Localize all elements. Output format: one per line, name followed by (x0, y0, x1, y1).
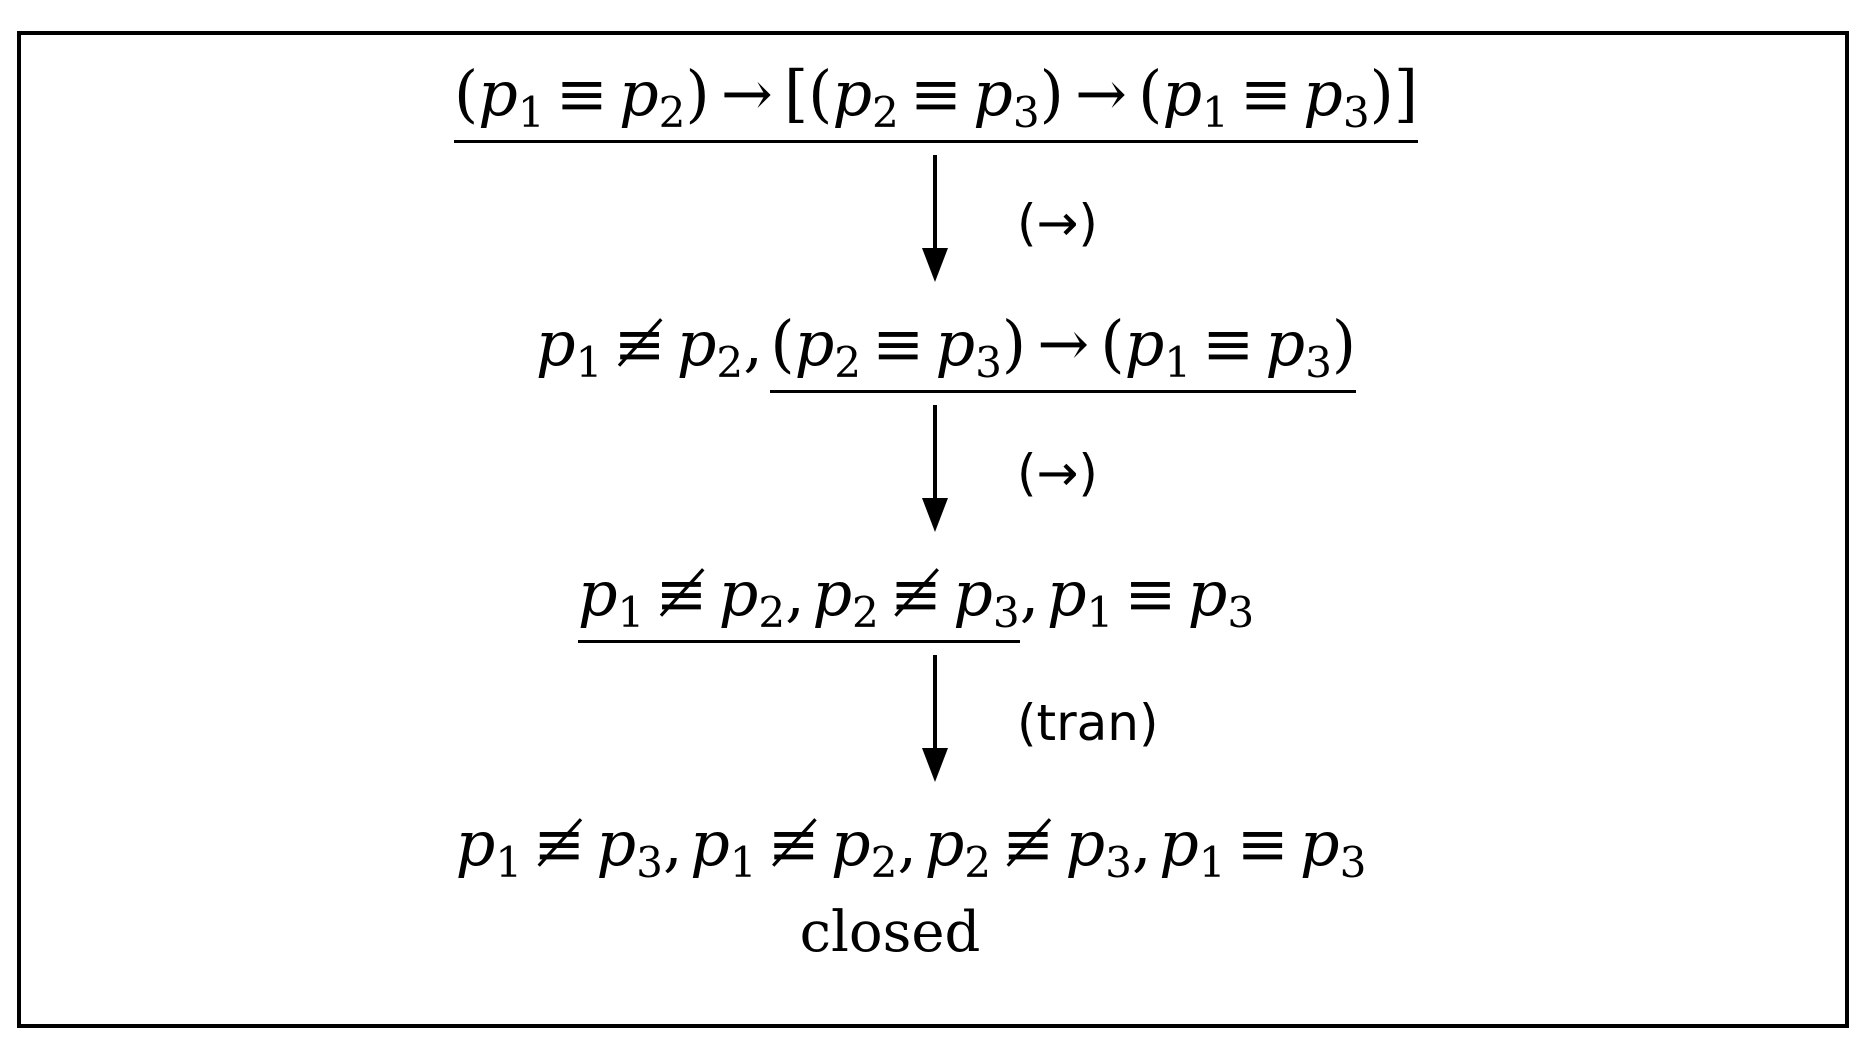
arrow-1 (922, 155, 948, 282)
rule-label-3: (tran) (1017, 694, 1159, 752)
formula-step-2-left: p1≢p2, (535, 307, 763, 387)
formula-step-2: p1≢p2,(p2≡p3)→(p1≡p3) (0, 307, 1872, 393)
formula-step-2-underlined: (p2≡p3)→(p1≡p3) (770, 307, 1357, 393)
formula-step-3: p1≢p2,p2≢p3,p1≡p3 (0, 557, 1872, 643)
arrow-2 (922, 405, 948, 532)
closed-label: closed (799, 900, 981, 965)
rule-label-1: (→) (1017, 194, 1098, 252)
formula-step-1: (p1≡p2)→[(p2≡p3)→(p1≡p3)] (0, 57, 1872, 143)
diagram-frame (17, 31, 1849, 1028)
formula-step-3-rest: ,p1≡p3 (1019, 557, 1255, 637)
formula-step-1-underlined: (p1≡p2)→[(p2≡p3)→(p1≡p3)] (453, 57, 1419, 143)
formula-step-3-underlined: p1≢p2,p2≢p3 (577, 557, 1020, 643)
formula-step-4: p1≢p3,p1≢p2,p2≢p3,p1≡p3 (455, 807, 1367, 887)
rule-label-2: (→) (1017, 444, 1098, 502)
arrow-3 (922, 655, 948, 782)
